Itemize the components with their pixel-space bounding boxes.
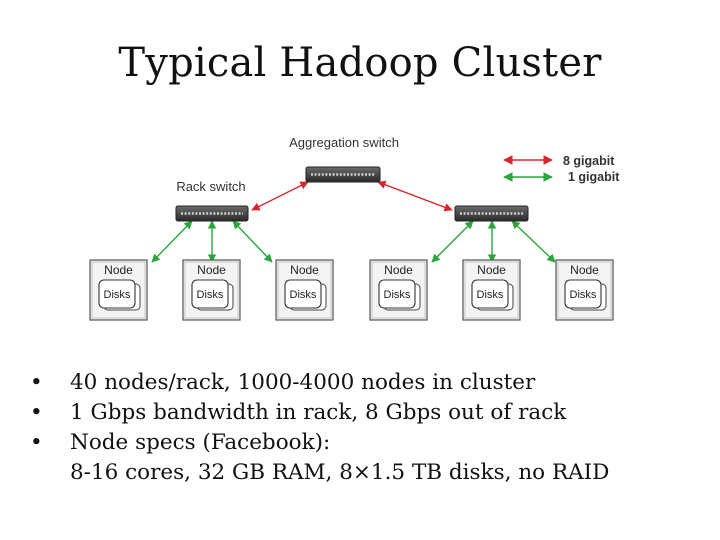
node-label: Node bbox=[104, 263, 133, 277]
nodes: Node Disks Node Disks Node Disks Node bbox=[89, 259, 614, 321]
legend: 8 gigabit 1 gigabit bbox=[503, 154, 620, 184]
bullet-dot: • bbox=[30, 370, 43, 395]
bullet-item: • Node specs (Facebook): 8-16 cores, 32 … bbox=[30, 428, 700, 488]
disks-label: Disks bbox=[384, 289, 411, 301]
disks-label: Disks bbox=[570, 289, 597, 301]
disks-label: Disks bbox=[197, 289, 224, 301]
link-rack1-node1 bbox=[151, 220, 193, 263]
node-box: Node Disks bbox=[89, 259, 148, 321]
disks-label: Disks bbox=[477, 289, 504, 301]
link-rack1-node3 bbox=[232, 220, 273, 263]
uplink-left bbox=[251, 181, 309, 211]
bullet-dot: • bbox=[30, 430, 43, 455]
node-label: Node bbox=[570, 263, 599, 277]
link-rack2-node1 bbox=[431, 220, 474, 263]
bullet-list: • 40 nodes/rack, 1000-4000 nodes in clus… bbox=[30, 368, 700, 488]
aggregation-switch-label: Aggregation switch bbox=[289, 135, 399, 150]
node-box: Node Disks bbox=[555, 259, 614, 321]
node-box: Node Disks bbox=[275, 259, 334, 321]
node-box: Node Disks bbox=[369, 259, 428, 321]
slide-title: Typical Hadoop Cluster bbox=[118, 40, 602, 86]
rack-switch-label: Rack switch bbox=[176, 179, 245, 194]
rack-switch-right bbox=[454, 205, 529, 222]
node-label: Node bbox=[384, 263, 413, 277]
bullet-item: • 40 nodes/rack, 1000-4000 nodes in clus… bbox=[30, 368, 700, 398]
node-label: Node bbox=[477, 263, 506, 277]
link-rack2-node3 bbox=[511, 220, 556, 263]
bullet-text: Node specs (Facebook): bbox=[70, 430, 331, 455]
disks-label: Disks bbox=[104, 289, 131, 301]
bullet-item: • 1 Gbps bandwidth in rack, 8 Gbps out o… bbox=[30, 398, 700, 428]
node-box: Node Disks bbox=[182, 259, 241, 321]
node-label: Node bbox=[290, 263, 319, 277]
aggregation-switch bbox=[305, 166, 381, 183]
rack-links bbox=[151, 220, 556, 263]
bullet-dot: • bbox=[30, 400, 43, 425]
legend-1g-label: 1 gigabit bbox=[568, 170, 620, 184]
node-box: Node Disks bbox=[462, 259, 521, 321]
bullet-text: 40 nodes/rack, 1000-4000 nodes in cluste… bbox=[70, 370, 536, 395]
node-label: Node bbox=[197, 263, 226, 277]
rack-switch-left bbox=[175, 205, 249, 222]
legend-8g-label: 8 gigabit bbox=[563, 154, 615, 168]
bullet-subtext: 8-16 cores, 32 GB RAM, 8×1.5 TB disks, n… bbox=[70, 460, 610, 485]
uplink-right bbox=[377, 180, 453, 212]
disks-label: Disks bbox=[290, 289, 317, 301]
bullet-text: 1 Gbps bandwidth in rack, 8 Gbps out of … bbox=[70, 400, 567, 425]
